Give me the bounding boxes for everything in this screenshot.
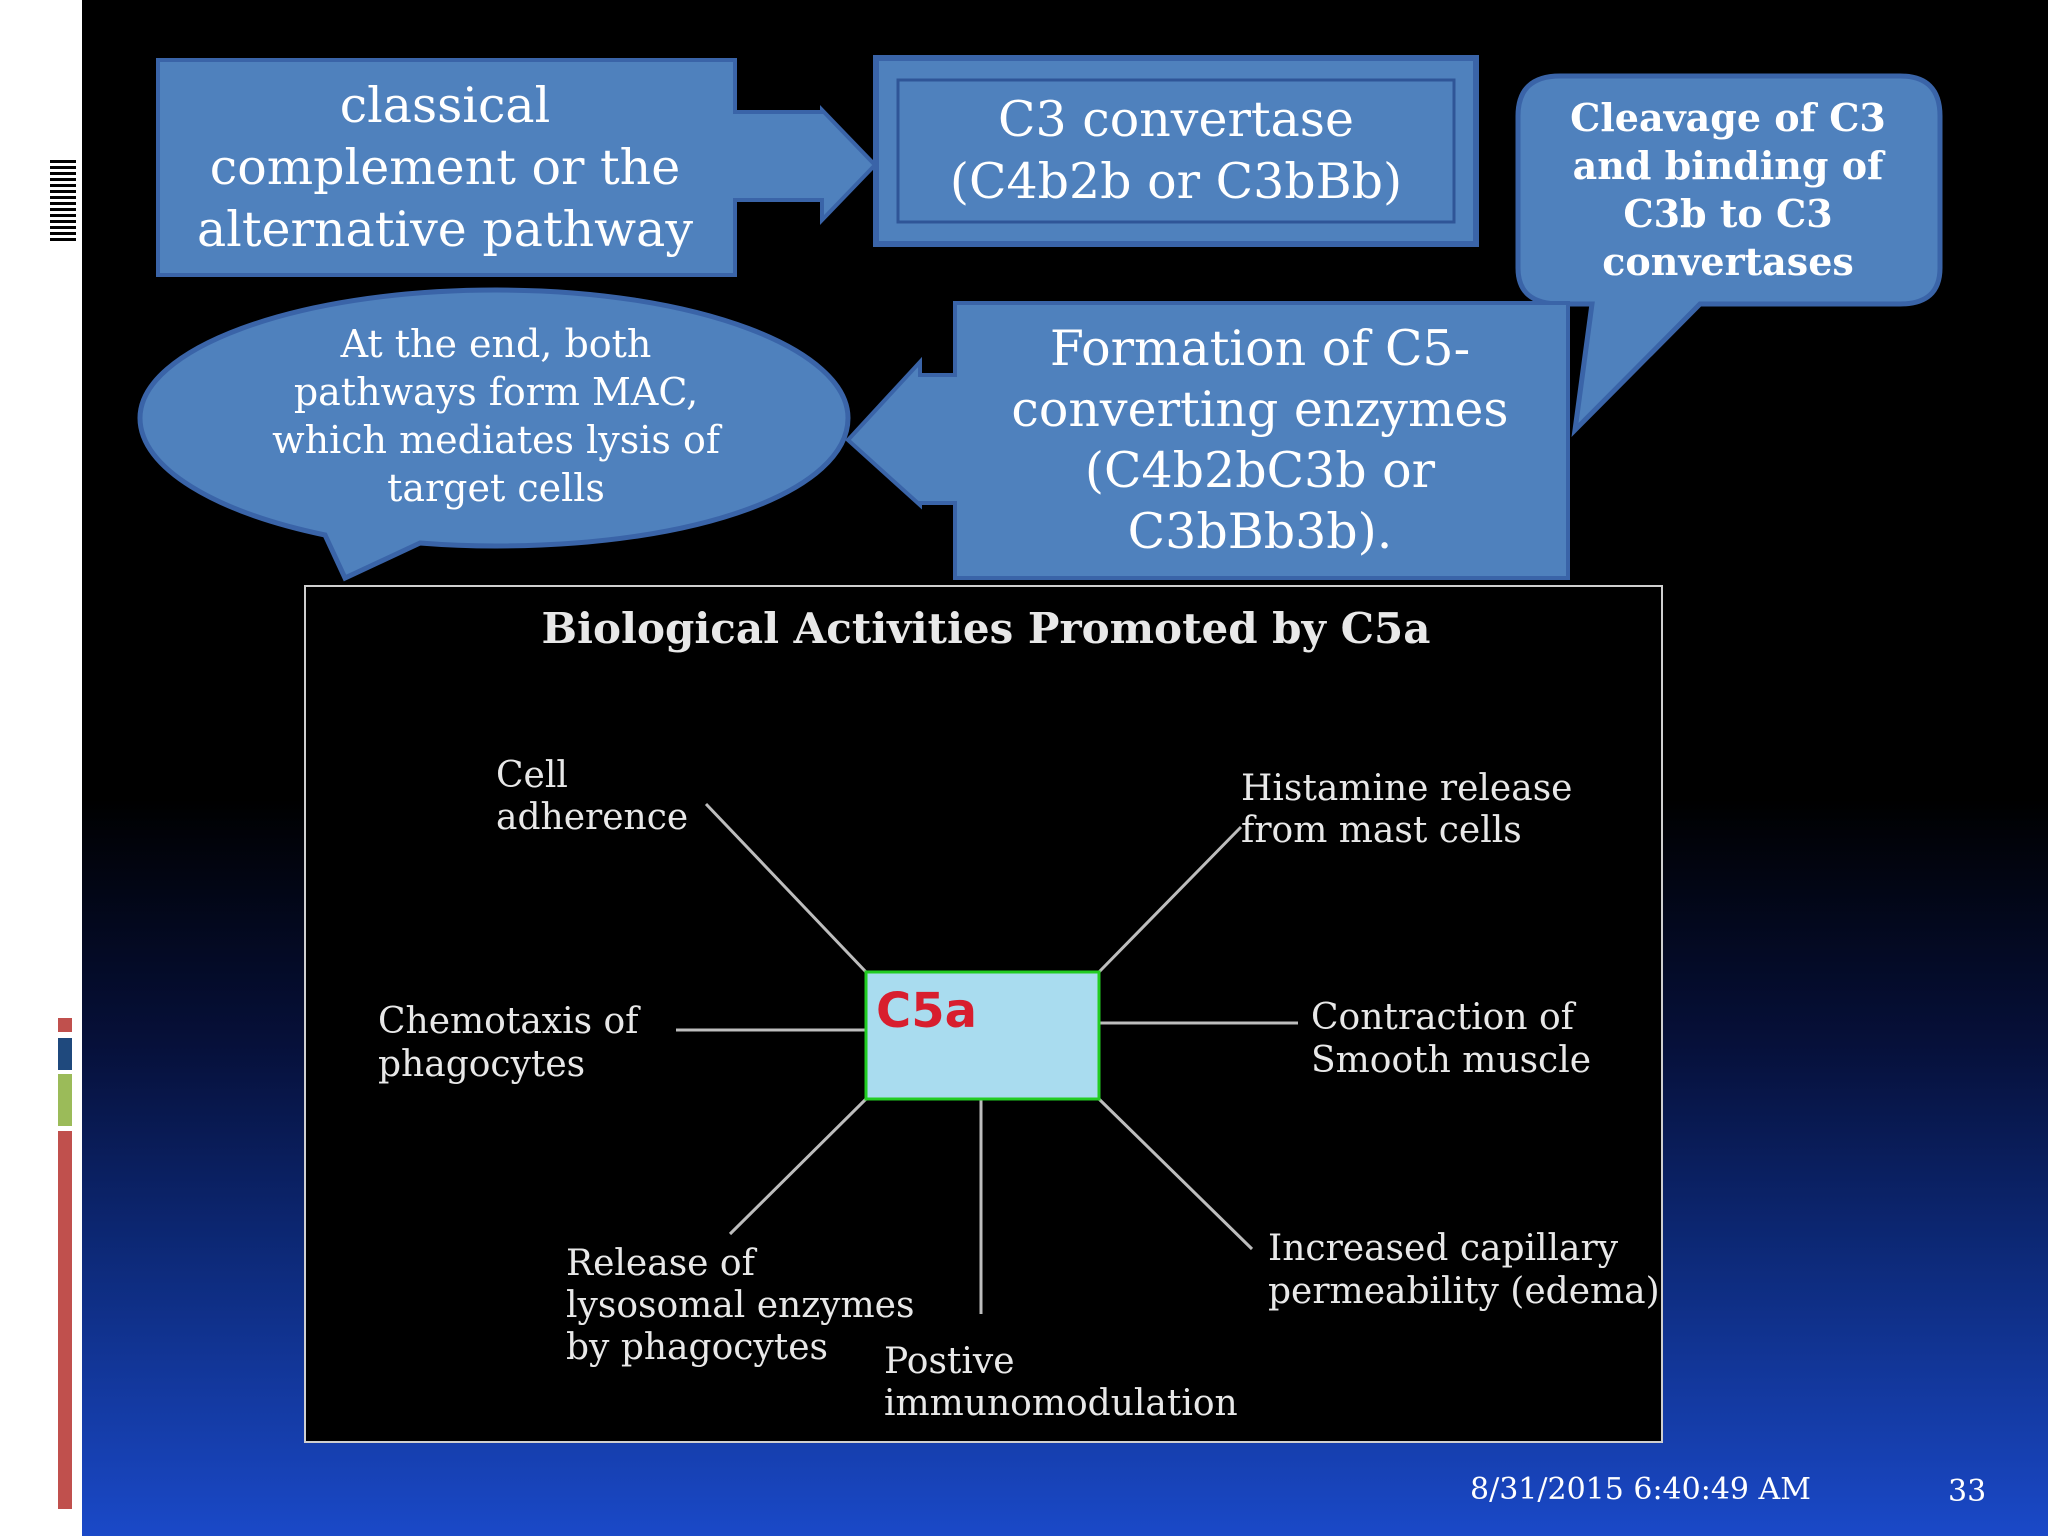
- label-line: permeability (edema): [1268, 1271, 1660, 1312]
- mac-callout-shape: [137, 287, 851, 582]
- accent-bar-red: [58, 1131, 72, 1509]
- c5a-center-box: [864, 970, 1101, 1101]
- convertase-box-text: C3 convertase (C4b2b or C3bBb): [949, 91, 1403, 210]
- line-capillary: [1097, 1097, 1254, 1251]
- label-line: phagocytes: [378, 1044, 585, 1085]
- label-line: Contraction of: [1311, 997, 1577, 1038]
- label-line: by phagocytes: [566, 1327, 828, 1368]
- label-cell-adherence: Cell adherence: [496, 755, 688, 838]
- label-immuno: Postive immunomodulation: [884, 1341, 1238, 1424]
- cleavage-callout-shape: [1515, 73, 1943, 438]
- label-line: adherence: [496, 797, 688, 838]
- left-margin: [0, 0, 82, 1536]
- line-histamine: [1097, 825, 1243, 974]
- connector-lines: [676, 802, 1298, 1314]
- label-line: Histamine release: [1241, 768, 1572, 809]
- line-release: [728, 1097, 868, 1236]
- figure-title: Biological Activities Promoted by C5a: [542, 604, 1431, 653]
- label-line: lysosomal enzymes: [566, 1285, 914, 1326]
- c5a-center-label: C5a: [876, 983, 977, 1039]
- label-line: Postive: [884, 1341, 1015, 1382]
- accent-bar-green: [58, 1074, 72, 1126]
- label-line: Cell: [496, 755, 568, 796]
- label-line: Smooth muscle: [1311, 1040, 1591, 1081]
- label-release: Release of lysosomal enzymes by phagocyt…: [566, 1243, 926, 1368]
- label-line: Increased capillary: [1268, 1228, 1619, 1269]
- footer-date: 8/31/2015 6:40:49 AM: [1470, 1472, 1811, 1507]
- c5a-figure: Biological Activities Promoted by C5a C5…: [304, 585, 1663, 1443]
- accent-bar-red-top: [58, 1018, 72, 1032]
- left-arrow-shape: [845, 301, 1570, 580]
- label-chemotaxis: Chemotaxis of phagocytes: [378, 1001, 650, 1085]
- right-arrow-shape: [156, 58, 878, 277]
- label-line: immunomodulation: [884, 1383, 1238, 1424]
- line-cell-adherence: [704, 802, 868, 974]
- mac-callout-text: At the end, both pathways form MAC, whic…: [272, 322, 720, 510]
- accent-bar-blue: [58, 1038, 72, 1070]
- convertase-inner-frame: [896, 78, 1456, 224]
- decorative-lines: [50, 160, 76, 244]
- label-line: Release of: [566, 1243, 758, 1284]
- label-histamine: Histamine release from mast cells: [1241, 768, 1584, 851]
- label-capillary: Increased capillary permeability (edema): [1268, 1228, 1660, 1312]
- label-contraction: Contraction of Smooth muscle: [1311, 997, 1591, 1081]
- slide-number: 33: [1948, 1474, 1987, 1509]
- formation-box-text: Formation of C5-converting enzymes (C4b2…: [1011, 320, 1509, 560]
- label-line: from mast cells: [1241, 810, 1522, 851]
- label-line: Chemotaxis of: [378, 1001, 641, 1042]
- cleavage-callout-text: Cleavage of C3 and binding of C3b to C3 …: [1570, 95, 1886, 284]
- pathway-box-text: classical complement or the alternative …: [196, 76, 694, 258]
